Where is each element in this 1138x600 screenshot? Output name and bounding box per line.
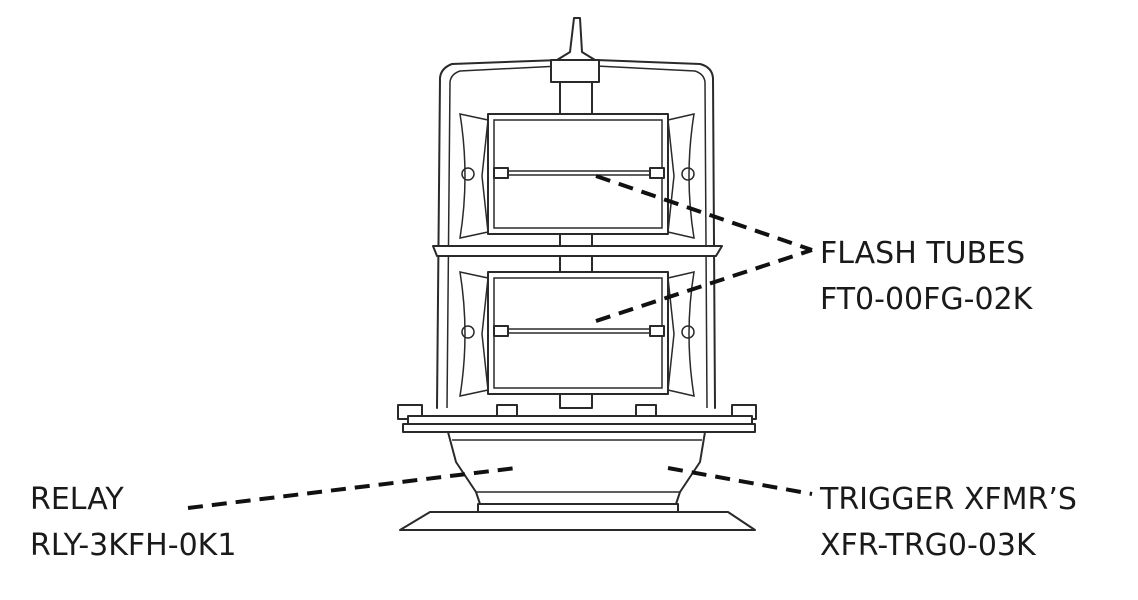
leader-trigger [667,466,813,496]
leader-relay [187,466,517,510]
base-ring [397,404,757,433]
upper-lens-module [459,113,695,249]
lightning-rod [556,17,596,61]
top-cap-nut [550,59,600,83]
leader-flash-upper [595,174,813,252]
upper-flash-tube [493,167,665,179]
top-spindle [559,81,593,115]
relay-title: RELAY [30,482,124,517]
relay-part: RLY-3KFH-0K1 [30,528,237,563]
electronics-housing [399,431,756,531]
leader-lines [187,174,813,510]
leader-flash-lower [595,248,813,323]
dome-housing [436,59,716,409]
flash-tubes-part: FT0-00FG-02K [820,282,1033,317]
trigger-part: XFR-TRG0-03K [820,528,1036,563]
trigger-title: TRIGGER XFMR’S [820,482,1077,517]
lower-lens-module [459,271,695,409]
lower-flash-tube [493,325,665,337]
flash-tubes-title: FLASH TUBES [820,236,1026,271]
middle-divider [432,245,723,273]
